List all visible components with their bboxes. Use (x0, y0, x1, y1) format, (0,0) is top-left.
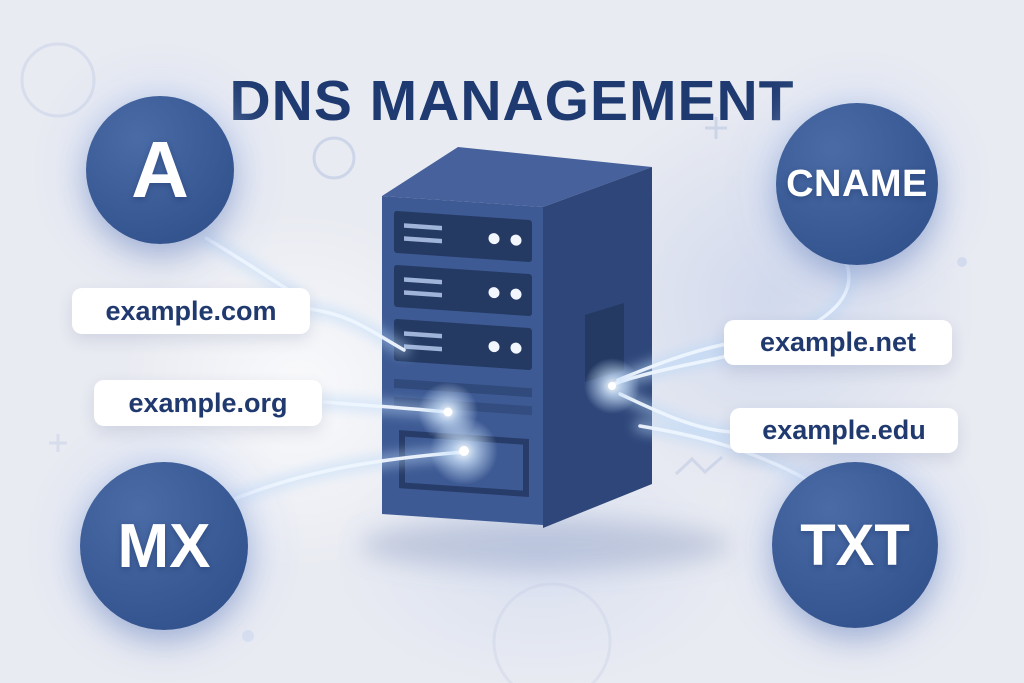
record-badge-label: TXT (800, 512, 910, 578)
server-icon (360, 147, 730, 571)
domain-pill-example-org: example.org (94, 380, 322, 426)
domain-pill-label: example.edu (762, 415, 926, 445)
record-badge-label: CNAME (786, 162, 928, 205)
page-title: DNS MANAGEMENT (229, 69, 795, 134)
zigzag-icon (674, 455, 723, 476)
record-badge-label: A (131, 125, 189, 214)
record-badge-a: A (86, 96, 234, 244)
domain-pill-example-edu: example.edu (730, 408, 958, 453)
record-badge-mx: MX (80, 462, 248, 630)
plus-icon (49, 434, 67, 452)
record-badge-cname: CNAME (776, 103, 938, 265)
domain-pill-example-com: example.com (72, 288, 310, 334)
record-badge-label: MX (117, 511, 211, 581)
glow-spots (418, 358, 640, 485)
domain-pill-example-net: example.net (724, 320, 952, 365)
domain-pill-label: example.org (128, 387, 288, 418)
domain-pill-label: example.com (105, 295, 277, 326)
server-bays (394, 211, 532, 371)
record-badge-txt: TXT (772, 462, 938, 628)
plus-icon (705, 117, 727, 139)
domain-pill-label: example.net (759, 327, 917, 357)
